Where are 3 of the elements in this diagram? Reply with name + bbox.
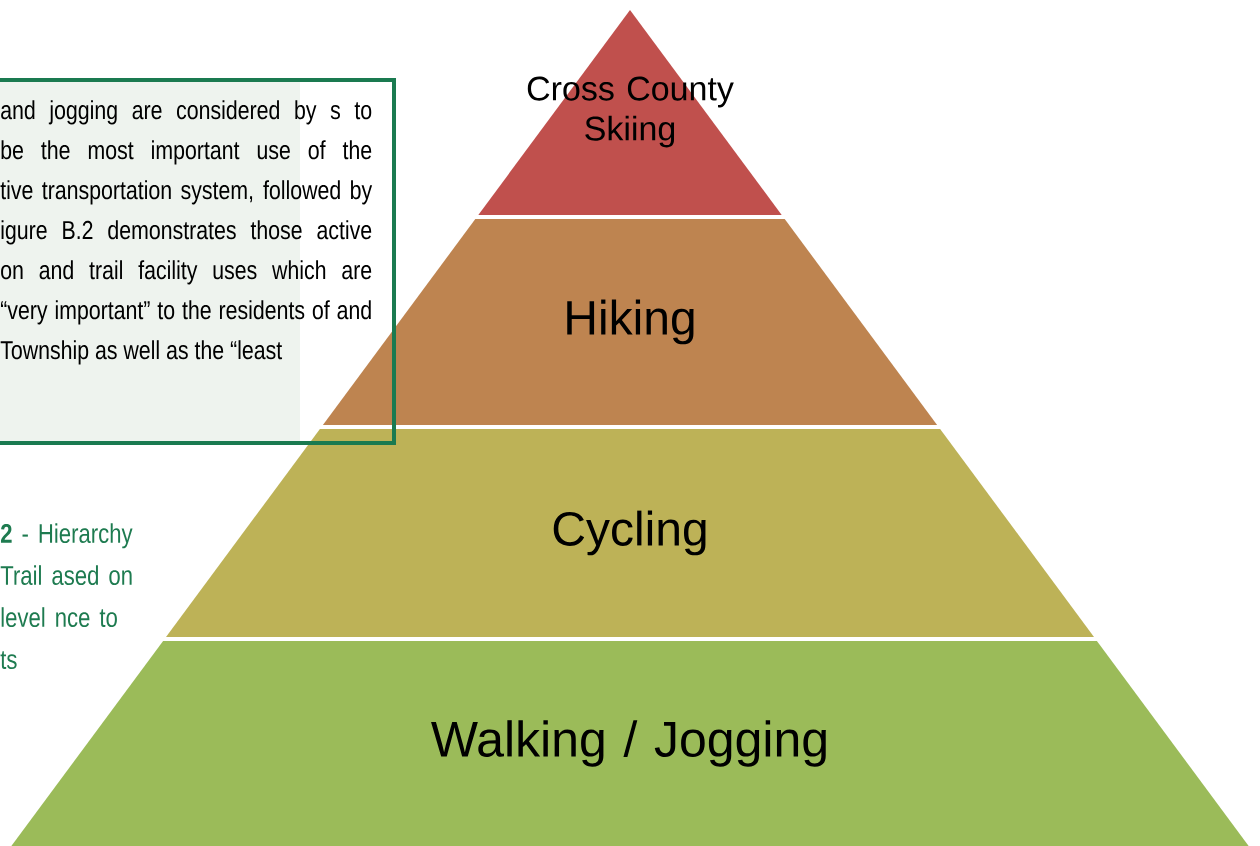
pyramid-level: Cycling — [166, 429, 1094, 637]
figure-caption: 2 - Hierarchy Trail ased on level nce to ts — [0, 523, 133, 670]
text-box: and jogging are considered by s to be the most important use of the tive transportation system, followed by igure B.2 demonstrates those active on and trail facility uses which are “very important” to the residents of and Township as well as the “least — [0, 78, 396, 445]
